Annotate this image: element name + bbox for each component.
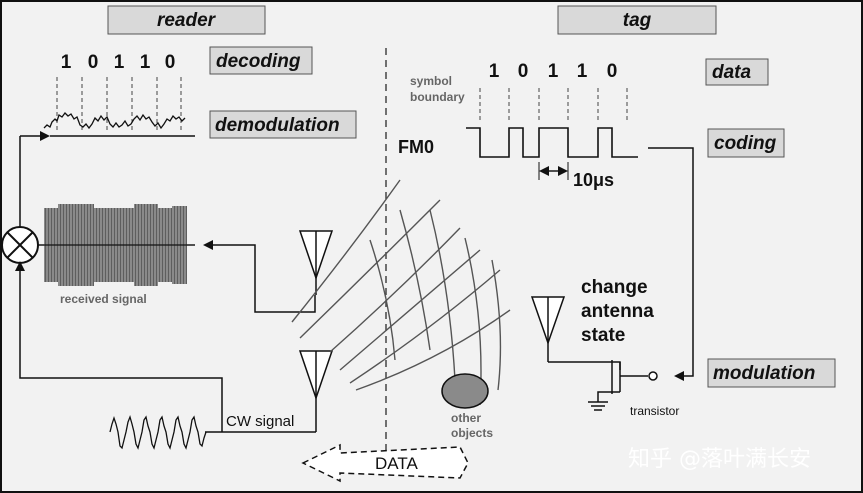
tag-bits: 1 0 1 1 0 (489, 61, 618, 82)
tag-bit: 1 (577, 61, 588, 82)
mixer-icon (1, 226, 39, 264)
modulation-box: modulation (707, 358, 836, 388)
transistor-label: transistor (630, 404, 679, 418)
data-box: data (705, 58, 769, 86)
demodulated-waveform (43, 112, 186, 130)
data-label: data (712, 62, 752, 83)
rx-antenna-feed (203, 240, 316, 313)
received-signal-label: received signal (60, 292, 147, 306)
cw-sine-wave (109, 414, 207, 450)
fm0-label: FM0 (398, 137, 434, 157)
other-objects-label-2: objects (451, 426, 493, 440)
decoding-box: decoding (209, 46, 313, 75)
reader-label: reader (157, 10, 217, 31)
symbol-boundary-label-1: symbol (410, 74, 452, 88)
duration-label: 10μs (573, 170, 614, 190)
demodulation-box: demodulation (209, 110, 357, 139)
cw-to-mixer-line (15, 261, 223, 432)
reader-bits: 1 0 1 1 0 (61, 52, 176, 73)
tag-bit: 1 (489, 61, 500, 82)
transistor-icon (548, 360, 658, 411)
tag-bit: 0 (518, 61, 529, 82)
reader-symbol-lines (56, 77, 182, 132)
data-arrow-label: DATA (375, 454, 418, 473)
data-arrow (301, 443, 469, 483)
tag-symbol-lines (479, 88, 628, 120)
other-objects-ellipse (441, 373, 489, 409)
change-label-2: antenna (581, 301, 654, 322)
reader-bit: 1 (114, 52, 125, 73)
tx-antenna-icon (298, 350, 334, 432)
cw-signal-label: CW signal (226, 413, 294, 430)
coding-box: coding (707, 128, 785, 158)
tag-bit: 0 (607, 61, 618, 82)
reader-bit: 0 (88, 52, 99, 73)
reader-bit: 1 (140, 52, 151, 73)
demodulation-label: demodulation (215, 115, 340, 136)
symbol-boundary-label-2: boundary (410, 90, 465, 104)
change-label-3: state (581, 325, 625, 346)
coding-label: coding (714, 133, 777, 154)
change-label-1: change (581, 277, 648, 298)
coding-to-modulation-line (648, 147, 694, 381)
watermark: 知乎 @落叶满长安 (628, 447, 811, 472)
decoding-label: decoding (216, 51, 301, 72)
other-objects-label-1: other (451, 411, 481, 425)
fm0-waveform (466, 127, 638, 158)
tag-bit: 1 (548, 61, 559, 82)
tag-label: tag (623, 10, 652, 31)
modulation-label: modulation (713, 363, 815, 384)
reader-label-box: reader (107, 5, 266, 35)
reader-bit: 1 (61, 52, 72, 73)
reader-bit: 0 (165, 52, 176, 73)
tag-antenna-icon (530, 296, 566, 362)
tag-label-box: tag (557, 5, 717, 35)
rx-antenna-icon (298, 230, 334, 295)
